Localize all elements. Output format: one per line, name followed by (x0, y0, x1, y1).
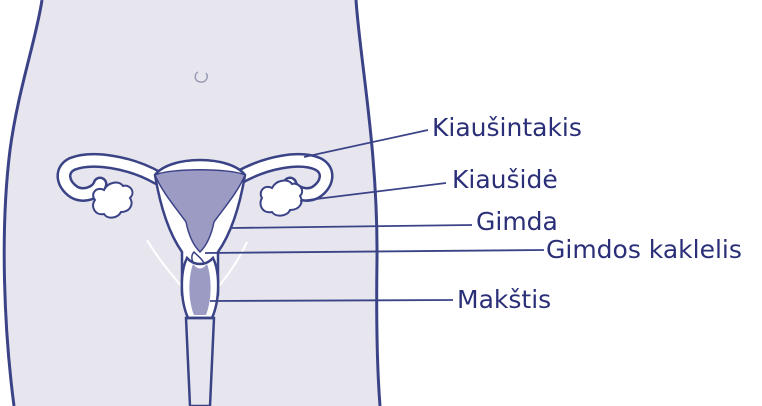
vaginal-canal (186, 318, 214, 406)
vagina (182, 258, 218, 318)
label-fallopian-tube: Kiaušintakis (432, 113, 582, 142)
label-vagina: Makštis (457, 285, 551, 314)
label-uterus: Gimda (476, 207, 558, 236)
leader-line-vagina (210, 300, 453, 301)
label-cervix: Gimdos kaklelis (546, 235, 742, 264)
label-ovary: Kiaušidė (452, 165, 558, 194)
